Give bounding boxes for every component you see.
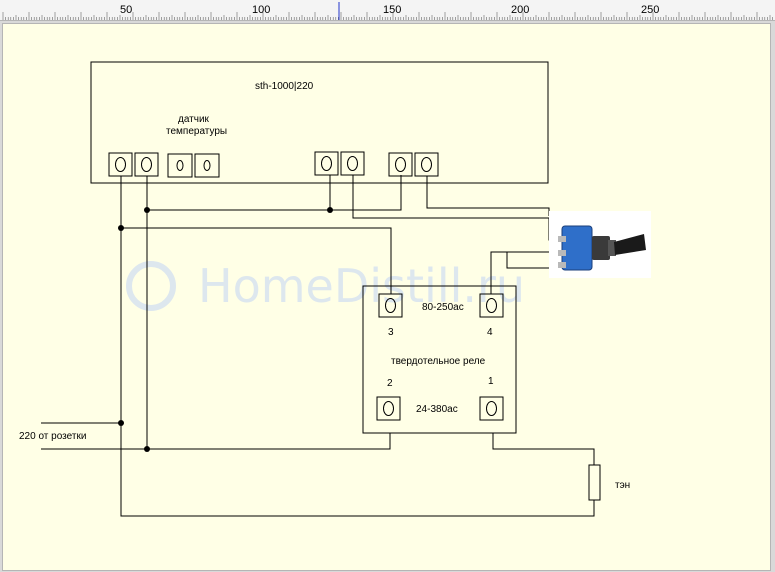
- wire-mains-2-to-relay-2: [41, 433, 391, 450]
- controller-terminal-7[interactable]: [388, 152, 413, 177]
- toggle-switch-icon[interactable]: [549, 211, 651, 278]
- watermark-drop-icon: [126, 261, 176, 311]
- mains-label: 220 от розетки: [19, 431, 86, 442]
- controller-terminal-2[interactable]: [134, 152, 159, 177]
- wire-relay-4-to-switch: [490, 251, 556, 294]
- relay-pin-4-label: 4: [487, 327, 493, 338]
- wire-to-relay-3: [121, 227, 392, 294]
- sensor-label-line2: температуры: [166, 126, 227, 137]
- relay-pin-3-label: 3: [388, 327, 394, 338]
- ruler-label-250: 250: [641, 4, 659, 16]
- ruler-scale: 50 100 150 200 250: [2, 2, 773, 20]
- relay-terminal-2[interactable]: [376, 396, 401, 421]
- controller-terminal-8[interactable]: [414, 152, 439, 177]
- drawing-canvas[interactable]: HomeDistill.ru sth-1000|220 датчик темпе…: [0, 21, 775, 572]
- relay-input-range: 80-250ac: [422, 302, 464, 313]
- controller-title: sth-1000|220: [255, 81, 314, 92]
- controller-terminal-1[interactable]: [108, 152, 133, 177]
- horizontal-ruler: 50 100 150 200 250: [0, 0, 775, 21]
- sensor-terminal-1[interactable]: [167, 153, 193, 178]
- sensor-terminal-2[interactable]: [194, 153, 220, 178]
- wiring: [41, 175, 595, 517]
- controller-terminal-6[interactable]: [340, 151, 365, 176]
- heater-element[interactable]: [588, 464, 601, 501]
- ruler-label-150: 150: [383, 4, 401, 16]
- relay-pin-2-label: 2: [387, 378, 393, 389]
- solid-state-relay-box[interactable]: [362, 285, 517, 434]
- wire-neutral-to-heater: [120, 228, 595, 517]
- wire-relay-1-to-heater: [492, 433, 595, 465]
- wire-switch-return: [506, 252, 556, 269]
- drawing-sheet[interactable]: HomeDistill.ru sth-1000|220 датчик темпе…: [2, 23, 771, 571]
- relay-output-range: 24-380ac: [416, 404, 458, 415]
- ruler-label-100: 100: [252, 4, 270, 16]
- relay-title: твердотельное реле: [391, 356, 486, 367]
- relay-terminal-1[interactable]: [479, 396, 504, 421]
- sensor-label-line1: датчик: [178, 114, 210, 125]
- heater-label: тэн: [615, 480, 630, 491]
- wiring-diagram: HomeDistill.ru sth-1000|220 датчик темпе…: [19, 61, 651, 517]
- wire-terminal-8: [426, 176, 549, 209]
- controller-terminal-5[interactable]: [314, 151, 339, 176]
- controller-box[interactable]: [90, 61, 549, 184]
- ruler-label-50: 50: [120, 4, 132, 16]
- relay-pin-1-label: 1: [488, 376, 494, 387]
- ruler-label-200: 200: [511, 4, 529, 16]
- wire-to-terminal-7: [147, 175, 402, 211]
